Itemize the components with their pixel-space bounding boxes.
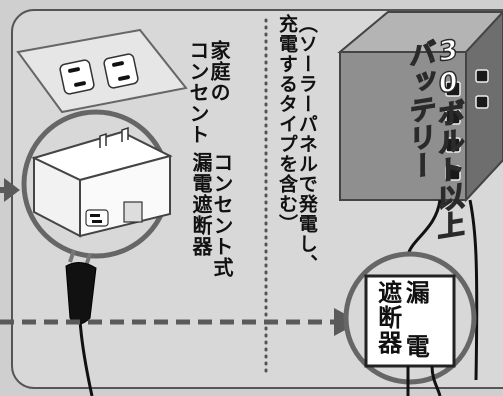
arrow-left-top: [0, 178, 20, 202]
rcd-label-line2: 遮断器: [373, 280, 402, 355]
battery-label-line1: 30ボルト以上: [432, 32, 464, 243]
home-outlet-label: 家庭の コンセント: [186, 40, 231, 145]
plug-breaker-label-line2: 漏電遮断器: [189, 152, 213, 257]
plug-breaker-label: コンセント式 漏電遮断器: [189, 152, 234, 278]
solar-note: （ソーラーパネルで発電し、 充電するタイプを含む）: [275, 14, 318, 274]
wall-outlet-icon: [16, 28, 188, 114]
plug-breaker-label-line1: コンセント式: [210, 152, 234, 278]
earth-leakage-breaker-icon: [364, 274, 456, 368]
solar-note-line1: （ソーラーパネルで発電し、: [295, 14, 318, 274]
battery-icon: [337, 10, 503, 381]
rcd-cable: [406, 365, 442, 396]
battery-label: 30ボルト以上 バッテリー: [404, 32, 465, 247]
plug-in-breaker-icon: [31, 126, 173, 238]
rcd-label: 漏 電 遮断器: [373, 280, 430, 359]
battery-label-line2: バッテリー: [404, 37, 436, 183]
home-outlet-label-line1: 家庭の: [207, 40, 231, 103]
rcd-label-line1: 漏 電: [401, 280, 430, 359]
solar-note-line2: 充電するタイプを含む）: [275, 14, 298, 234]
home-outlet-label-line2: コンセント: [186, 40, 210, 145]
